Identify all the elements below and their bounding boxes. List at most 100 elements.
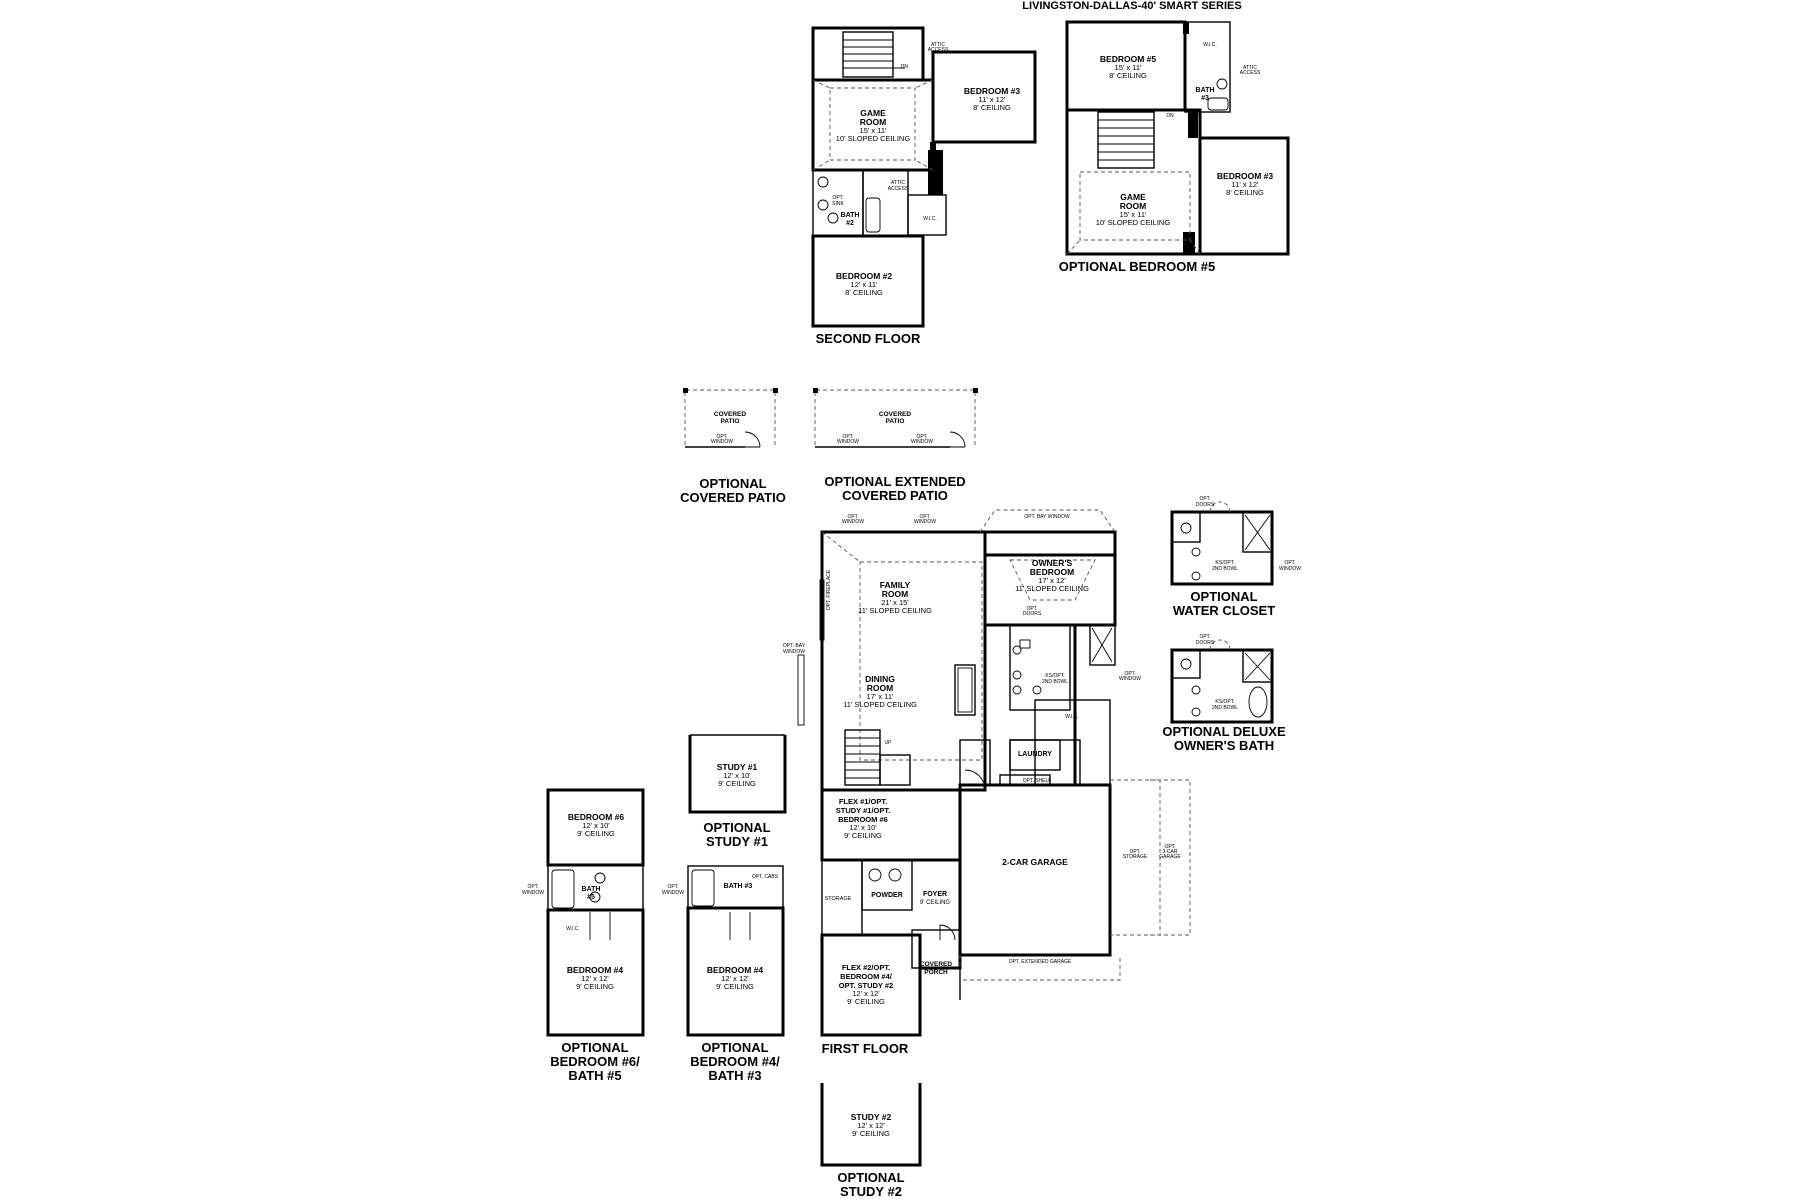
storage-label: STORAGE	[825, 896, 852, 902]
attic-access-note-b2: ACCESS	[888, 186, 909, 192]
plan-name-title: LIVINGSTON-DALLAS-40' SMART SERIES	[1022, 0, 1241, 12]
bedroom5-size: 15' x 11'	[1115, 63, 1142, 72]
optional-deluxe-bath-title: OPTIONAL DELUXE	[1162, 724, 1286, 739]
opt-window-note-p1: OPT.	[716, 434, 727, 440]
opt-doors-note-ff: OPT.	[1026, 606, 1037, 612]
attic-access-note-b5: ATTIC	[1243, 65, 1257, 71]
optional-bedroom5-plan: BEDROOM #5 15' x 11' 8' CEILING W.I.C. A…	[1059, 20, 1290, 274]
ks-2nd-bowl-note-ff-2: 2ND BOWL	[1042, 679, 1068, 685]
bedroom2-size: 12' x 11'	[851, 280, 878, 289]
optional-covered-patio-title: OPTIONAL	[699, 476, 766, 491]
opt-cabs-note: OPT. CABS	[752, 874, 779, 880]
optional-bed4-bath3-plan: BATH #3 OPT. CABS OPT. WINDOW BEDROOM #4…	[662, 865, 785, 1083]
optional-study1-plan: STUDY #1 12' x 10' 9' CEILING OPTIONAL S…	[688, 734, 787, 849]
game-room-label: GAME	[860, 108, 886, 118]
opt-doors-note-wc-2: DOORS	[1196, 502, 1215, 508]
foyer-ceiling: 9' CEILING	[920, 900, 950, 906]
owners-bedroom-label-2: BEDROOM	[1030, 567, 1074, 577]
bedroom3-ceiling-b5: 8' CEILING	[1226, 188, 1264, 197]
attic-access-note-2: ACCESS	[928, 47, 949, 53]
bedroom4-ceiling-b6: 9' CEILING	[576, 982, 614, 991]
optional-extended-covered-patio: COVERED PATIO OPT. WINDOW OPT. WINDOW OP…	[813, 388, 978, 503]
dining-room-ceiling: 11' SLOPED CEILING	[843, 700, 917, 709]
optional-bed4-title-3: BATH #3	[708, 1068, 761, 1083]
optional-bed6-title-2: BEDROOM #6/	[550, 1054, 640, 1069]
stairs-opt-bedroom5	[1097, 111, 1155, 169]
bedroom3-ceiling: 8' CEILING	[973, 103, 1011, 112]
bedroom6-ceiling: 9' CEILING	[577, 829, 615, 838]
opt-doors-note-ff-2: DOORS	[1023, 611, 1042, 617]
laundry-label: LAUNDRY	[1018, 751, 1052, 758]
flex2-label-2: BEDROOM #4/	[840, 972, 893, 981]
wic-note-b6: W.I.C.	[566, 926, 580, 932]
optional-study2-title: OPTIONAL	[837, 1170, 904, 1185]
flex2-label: FLEX #2/OPT.	[842, 963, 890, 972]
optional-deluxe-bath-plan: OPT. DOORS KS/OPT. 2ND BOWL OPTIONAL DEL…	[1162, 634, 1286, 753]
opt-doors-note-db: OPT.	[1199, 634, 1210, 640]
bath2-label: BATH	[841, 212, 860, 219]
opt-3car-note-3: GARAGE	[1159, 854, 1181, 860]
optional-bed6-title: OPTIONAL	[561, 1040, 628, 1055]
ks-2nd-bowl-note-db-2: 2ND BOWL	[1212, 705, 1238, 711]
second-floor-plan: DN GAME ROOM 15' x 11' 10' SLOPED CEILIN…	[811, 26, 1037, 346]
opt-window-note-b4-2: WINDOW	[662, 890, 684, 896]
dn-label-b5: DN	[1166, 113, 1174, 119]
owners-bedroom-label: OWNER'S	[1032, 558, 1073, 568]
bedroom5-ceiling: 8' CEILING	[1109, 71, 1147, 80]
flex1-size: 12' x 10'	[849, 823, 877, 832]
opt-window-note-ff3: OPT.	[1124, 671, 1135, 677]
opt-window-note-b6-2: WINDOW	[522, 890, 544, 896]
bedroom6-size: 12' x 10'	[582, 821, 610, 830]
opt-window-note-p1-2: WINDOW	[711, 439, 733, 445]
optional-water-closet-title: OPTIONAL	[1190, 589, 1257, 604]
game-room-label-b5: GAME	[1120, 192, 1146, 202]
opt-3car-note: OPT.	[1164, 844, 1175, 850]
optional-covered-patio-title-2: COVERED PATIO	[680, 490, 786, 505]
bath3-label-b5: BATH	[1196, 87, 1215, 94]
optional-water-closet-title-2: WATER CLOSET	[1173, 603, 1275, 618]
covered-patio-label: COVERED	[714, 411, 746, 418]
bedroom3-size-b5: 11' x 12'	[1232, 180, 1259, 189]
covered-patio-ext-label-2: PATIO	[886, 418, 905, 425]
study2-size: 12' x 12'	[857, 1121, 885, 1130]
opt-window-note-p3-2: WINDOW	[911, 439, 933, 445]
opt-window-note-p3: OPT.	[916, 434, 927, 440]
family-room-label: FAMILY	[880, 580, 911, 590]
wic-note-b5: W.I.C.	[1203, 42, 1217, 48]
optional-extended-patio-title-2: COVERED PATIO	[842, 488, 948, 503]
study1-ceiling: 9' CEILING	[718, 779, 756, 788]
optional-covered-patio: COVERED PATIO OPT. WINDOW OPTIONAL COVER…	[680, 388, 786, 505]
opt-window-note-wc-2: WINDOW	[1279, 566, 1301, 572]
game-room-size-b5: 15' x 11'	[1120, 210, 1147, 219]
study1-size: 12' x 10'	[723, 771, 751, 780]
owners-bedroom-size: 17' x 12'	[1038, 576, 1066, 585]
bedroom2-ceiling: 8' CEILING	[845, 288, 883, 297]
opt-extended-garage-note: OPT. EXTENDED GARAGE	[1009, 959, 1072, 965]
attic-access-note: ATTIC	[931, 42, 945, 48]
optional-water-closet-plan: OPT. DOORS KS/OPT. 2ND BOWL OPT. WINDOW …	[1170, 496, 1301, 618]
opt-window-note-ff3-2: WINDOW	[1119, 676, 1141, 682]
stairs-second-floor	[842, 31, 905, 78]
flex1-label: FLEX #1/OPT.	[839, 797, 887, 806]
first-floor-title: FIRST FLOOR	[822, 1041, 909, 1056]
foyer-label: FOYER	[923, 891, 947, 898]
bedroom3-label-b5: BEDROOM #3	[1217, 171, 1273, 181]
optional-bed6-bath5-plan: BEDROOM #6 12' x 10' 9' CEILING BATH #5 …	[522, 788, 645, 1083]
bedroom4-ceiling-b4: 9' CEILING	[716, 982, 754, 991]
bedroom3-size: 11' x 12'	[979, 95, 1006, 104]
dining-room-size: 17' x 11'	[867, 692, 894, 701]
stairs-first-floor	[844, 729, 911, 786]
opt-shelf-note: OPT. SHELF	[1023, 778, 1052, 784]
opt-sink-note-2: SINK	[832, 201, 844, 207]
study2-label: STUDY #2	[851, 1112, 892, 1122]
opt-storage-note: OPT.	[1129, 849, 1140, 855]
game-room-label-2: ROOM	[860, 117, 886, 127]
ks-2nd-bowl-note-db: KS/OPT.	[1215, 699, 1234, 705]
opt-window-note-ff2-2: WINDOW	[914, 519, 936, 525]
opt-bay-window-side-note-2: WINDOW	[783, 649, 805, 655]
game-room-ceiling: 10' SLOPED CEILING	[836, 134, 911, 143]
owners-bedroom-ceiling: 11' SLOPED CEILING	[1015, 584, 1089, 593]
flex1-label-2: STUDY #1/OPT.	[836, 806, 890, 815]
covered-patio-ext-label: COVERED	[879, 411, 911, 418]
optional-bed4-title: OPTIONAL	[701, 1040, 768, 1055]
